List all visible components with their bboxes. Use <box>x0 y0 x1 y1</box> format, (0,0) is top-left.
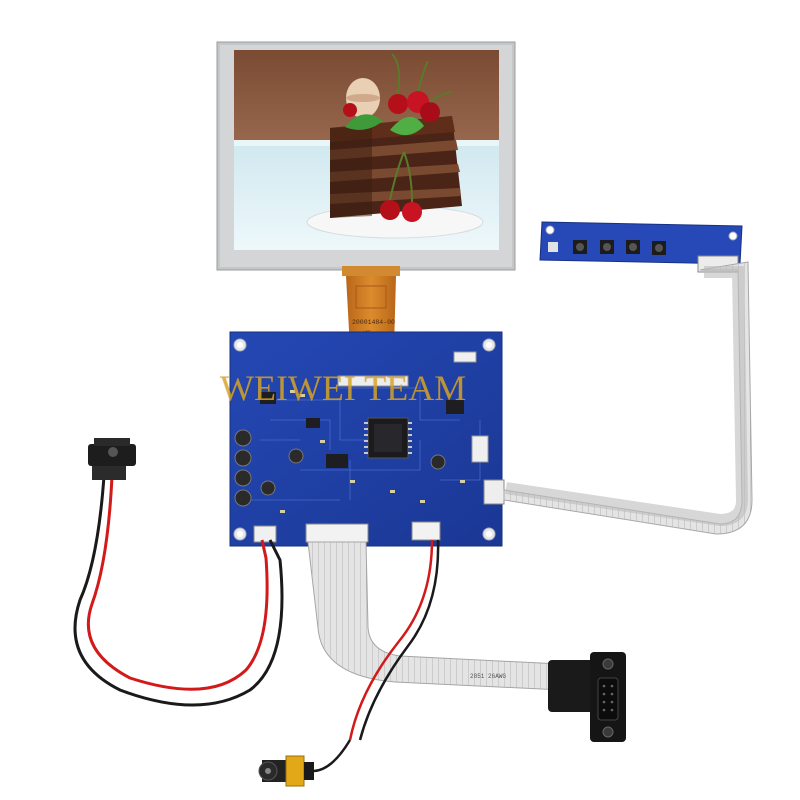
rca-wires <box>348 539 440 741</box>
svg-text:2851 26AWG: 2851 26AWG <box>470 673 506 680</box>
keypad-buttons <box>573 240 666 255</box>
power-wires <box>73 475 284 707</box>
keypad-board <box>539 221 743 273</box>
rca-connector <box>258 739 352 787</box>
power-jack <box>88 438 136 480</box>
keypad-ribbon-cable <box>503 261 753 535</box>
fpc-part-number: 20001484-00 <box>352 319 395 326</box>
driver-board <box>229 331 505 547</box>
vga-ribbon-cable: 2851 26AWG <box>307 541 563 691</box>
lcd-screen-image <box>234 50 499 250</box>
vga-connector <box>548 652 626 742</box>
watermark-text: WEIWEI TEAM <box>220 368 467 408</box>
lcd-panel <box>216 41 516 271</box>
